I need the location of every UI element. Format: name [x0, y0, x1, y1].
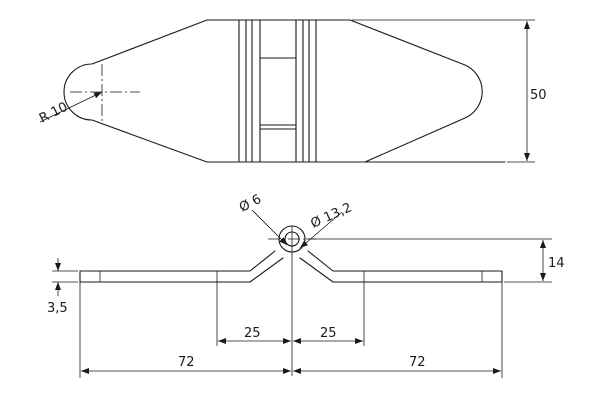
right-72-label: 72	[409, 355, 426, 370]
hole-dia-leader	[251, 209, 288, 246]
knuckle-dia-label: Ø 13,2	[309, 200, 355, 231]
right-plate-bottom	[299, 257, 503, 283]
radius-label: R 10	[37, 100, 70, 127]
knuckle-dia-leader	[299, 211, 343, 249]
right-25-label: 25	[320, 326, 337, 341]
left-72-label: 72	[178, 355, 195, 370]
left-leaf-outline	[63, 19, 208, 163]
right-leaf-outline	[349, 19, 483, 163]
left-plate-top	[79, 250, 276, 272]
left-plate-bottom	[79, 257, 284, 283]
hole-dia-label: Ø 6	[237, 192, 264, 216]
top-view: R 10 50	[37, 19, 547, 163]
knuckle-lines	[238, 19, 317, 163]
height-label: 50	[530, 88, 547, 103]
side-view: Ø 6 Ø 13,2 14 3,5 25 25 72 72	[47, 192, 565, 378]
right-plate-top	[307, 250, 503, 272]
thickness-label: 3,5	[47, 301, 68, 316]
radius-leader	[39, 91, 103, 123]
knuckle-height-label: 14	[548, 256, 565, 271]
left-25-label: 25	[244, 326, 261, 341]
